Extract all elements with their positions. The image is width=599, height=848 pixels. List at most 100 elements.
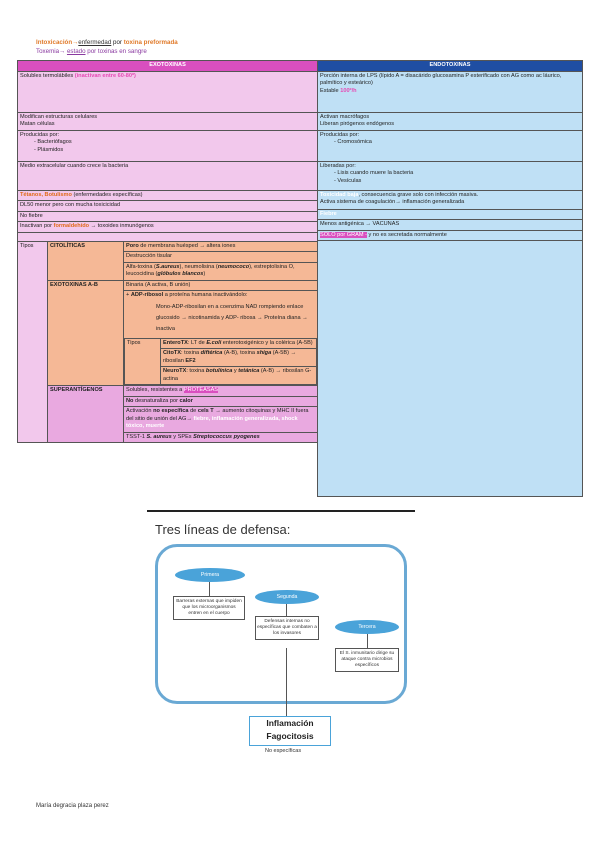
- cell-bold: Poro: [126, 242, 139, 249]
- ab-content: Binaria (A activa, B unión) + ADP-riboso…: [122, 279, 319, 386]
- exo-row-3: Producidas por: - Bacteriófagos - Plásmi…: [16, 129, 319, 162]
- cell-text: , consecuencia grave solo con infección …: [358, 191, 479, 198]
- cell-bold: S. aureus: [146, 433, 172, 440]
- diagram-title: Tres líneas de defensa:: [155, 522, 291, 537]
- oval-segunda: Segunda: [255, 590, 319, 604]
- intro-line-2: Toxemia→ estado por toxinas en sangre: [36, 47, 178, 56]
- cell-text: y: [232, 368, 239, 374]
- ab-row-3: Mono-ADP-ribosilan en a coenzima NAD rom…: [156, 303, 308, 332]
- cell-text: y no es secretada normalmente: [366, 231, 447, 238]
- cito-row-1: Poro de membrana huésped → altera iones: [122, 240, 319, 252]
- inflamacion-box: Inflamación Fagocitosis: [249, 716, 331, 746]
- cell-highlight: formaldehído: [53, 223, 90, 229]
- intro-term: Intoxicación→: [36, 39, 79, 46]
- cell-highlight: 100º/h: [340, 87, 357, 94]
- endo-row-1: Porción interna de LPS (lípido A = disac…: [317, 70, 583, 113]
- cito-row-2: Destrucción tisular: [122, 251, 319, 263]
- cell-text: : toxina: [181, 350, 201, 356]
- cell-highlight: SOLO por GRAM -: [320, 231, 367, 238]
- cell-text: TSST-1: [126, 433, 147, 440]
- exo-row-spacer: [16, 231, 319, 242]
- cell-text: ), estreptolisina O, leucocidina (: [126, 263, 295, 278]
- cell-text: de membrana huésped → altera iones: [138, 242, 236, 249]
- cell-bold: calor: [179, 397, 193, 404]
- cell-bold: EF2: [185, 357, 196, 364]
- tipo-citoliticas: CITOLÍTICAS: [47, 240, 124, 281]
- defense-diagram: Tres líneas de defensa: Primera Barreras…: [147, 514, 409, 754]
- intro-text: por: [111, 39, 124, 46]
- cell-text: Activa sistema de coagulación→ inflamaci…: [320, 199, 465, 205]
- oval-primera: Primera: [175, 568, 245, 582]
- cell-bold: No: [126, 397, 134, 404]
- intro: Intoxicación→enfermedad por toxina prefo…: [36, 38, 178, 56]
- oval-tercera: Tercera: [335, 620, 399, 634]
- ab-row-2: + ADP-ribosol a proteína humana inactivá…: [124, 291, 317, 301]
- tipo-name: SUPERANTÍGENOS: [50, 387, 103, 393]
- exo-row-4: Medio extracelular cuando crece la bacte…: [16, 160, 319, 191]
- cell-bold: botulínica: [205, 368, 233, 374]
- connector: [286, 604, 287, 616]
- super-row-4: TSST-1 S. aureus y SPEs Streptococcus py…: [124, 433, 317, 443]
- exo-row-8: Inactivan por formaldehído → toxoides in…: [16, 221, 319, 233]
- fagocitosis-label: Fagocitosis: [266, 731, 314, 741]
- list-item: - Cromosómica: [334, 139, 372, 145]
- box-segunda: Defensas internas no específicas que com…: [255, 616, 319, 640]
- exo-row-7: No fiebre: [16, 210, 319, 222]
- exotoxinas-table: EXOTOXINAS Solubles termolábiles (inacti…: [16, 60, 319, 443]
- cell-bold: shiga: [256, 350, 272, 356]
- tipo-ab: EXOTOXINAS A-B: [47, 279, 124, 386]
- intro-line-1: Intoxicación→enfermedad por toxina prefo…: [36, 38, 178, 47]
- cell-text: Inactivan por: [20, 223, 54, 229]
- cell-bold: tetánica: [238, 368, 260, 374]
- subtype-neuro: NeuroTX: toxina botulínica y tetánica (A…: [159, 366, 318, 385]
- endo-row-8: SOLO por GRAM - y no es secretada normal…: [317, 229, 583, 241]
- cell-text: y SPEs: [171, 433, 194, 440]
- list-item: - Vesículas: [334, 177, 362, 184]
- exo-row-2: Modifican estructuras celulares Matan cé…: [16, 111, 319, 131]
- inflamacion-label: Inflamación: [266, 718, 314, 728]
- cell-text: ): [203, 271, 206, 277]
- super-content: Solubles, resistentes a PROTEASAS No des…: [122, 385, 319, 443]
- tipo-superantigenos: SUPERANTÍGENOS: [47, 385, 124, 443]
- cell-text: Activan macrófagos: [320, 113, 370, 120]
- cito-row-3: Alfa-toxina (S.aureus), neumolisina (neu…: [122, 261, 319, 281]
- cell-text: Activación: [126, 408, 154, 414]
- list-item: - Bacteriófagos: [34, 139, 72, 145]
- endo-row-4: Liberadas por: - Lisis cuando muere la b…: [317, 160, 583, 191]
- intro-underlined: enfermedad: [78, 39, 112, 46]
- diagram-frame: [155, 544, 407, 704]
- cell-text: de: [188, 408, 198, 414]
- exo-row-6: DL50 menor pero con mucha toxicicidad: [16, 200, 319, 212]
- cell-line: Estable 100º/h: [320, 88, 580, 96]
- super-row-1: Solubles, resistentes a PROTEASAS: [124, 386, 318, 397]
- subtype-entero: EnteroTX: LT de E.coli enterotoxigénico …: [159, 337, 318, 349]
- cell-bold: E.coli: [206, 339, 222, 346]
- endo-row-5: Toxicidad baja, consecuencia grave solo …: [317, 189, 583, 210]
- box-primera: Barreras externas que impiden que los mi…: [173, 596, 245, 620]
- cell-text: Solubles, resistentes a: [126, 387, 184, 393]
- cell-text: (A-5B) → ribosilan: [163, 350, 297, 364]
- cell-bold: CitoTX: [163, 350, 182, 356]
- list-item: - Lisis cuando muere la bacteria: [334, 170, 414, 176]
- endo-row-3: Producidas por: - Cromosómica: [317, 129, 583, 162]
- author-footer: María degracia plaza perez: [36, 803, 109, 809]
- cell-highlight: (inactivan entre 60-80º): [74, 72, 136, 79]
- cell-text: : toxina: [186, 368, 206, 374]
- exo-row-1: Solubles termolábiles (inactivan entre 6…: [16, 70, 319, 113]
- cell-bold: NeuroTX: [163, 368, 187, 374]
- intro-highlight: toxina preformada: [123, 39, 178, 46]
- cell-text: Modifican estructuras celulares: [20, 113, 98, 120]
- cell-text: enterotoxigénico y la colérica (A-5B): [221, 339, 313, 346]
- divider: [147, 510, 415, 512]
- cell-text: Medio extracelular cuando crece la bacte…: [20, 162, 129, 169]
- sub-tipos-label: Tipos: [124, 337, 161, 385]
- cell-bold: EnteroTX: [163, 339, 188, 346]
- cell-text: Estable: [320, 87, 341, 94]
- cell-text: desnaturaliza por: [133, 397, 180, 404]
- cell-bold: neumococo: [217, 263, 250, 270]
- endo-row-2: Activan macrófagos Liberan pirógenos end…: [317, 111, 583, 131]
- tipos-label: Tipos: [17, 240, 48, 443]
- connector: [286, 648, 287, 716]
- cell-text: (enfermedades específicas): [71, 191, 143, 198]
- ab-row-1: Binaria (A activa, B unión): [124, 281, 318, 291]
